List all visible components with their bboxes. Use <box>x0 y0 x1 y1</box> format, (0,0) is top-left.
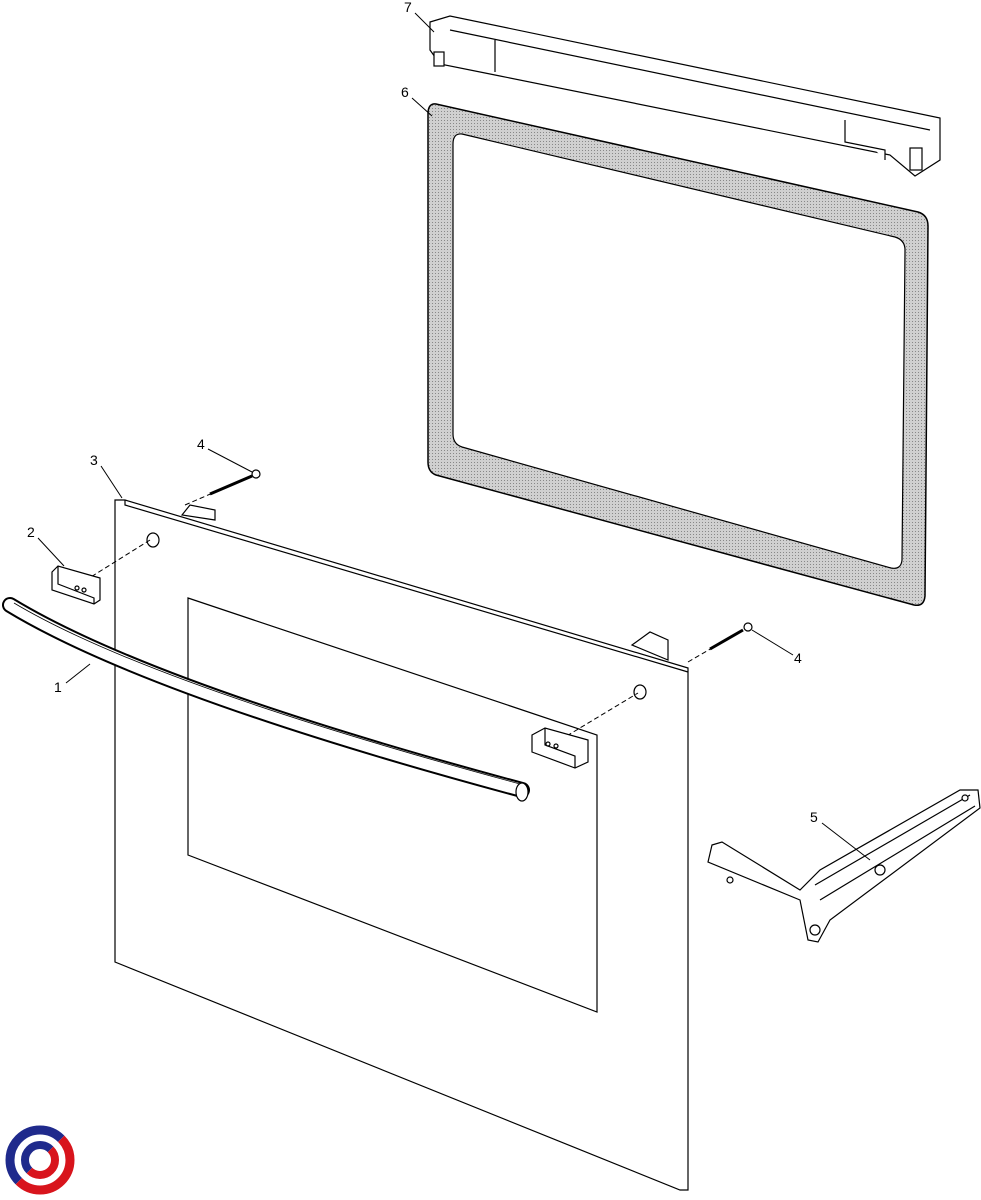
inner-glass-part <box>427 103 929 607</box>
outer-door-panel-part <box>114 499 689 1191</box>
brand-logo <box>5 1125 75 1195</box>
screw-right-part <box>687 622 753 663</box>
callout-4-left: 4 <box>197 436 205 452</box>
handle-part <box>2 597 530 802</box>
callout-7: 7 <box>404 0 412 15</box>
callout-6: 6 <box>401 84 409 100</box>
callout-1: 1 <box>54 679 62 695</box>
hinge-part <box>707 789 981 943</box>
callout-2: 2 <box>27 524 35 540</box>
top-trim-part <box>429 15 941 177</box>
callout-5: 5 <box>810 809 818 825</box>
leader-lines <box>37 12 871 861</box>
callout-3: 3 <box>90 452 98 468</box>
callout-4-right: 4 <box>794 650 802 666</box>
screw-left-part <box>184 469 261 506</box>
handle-bracket-right-part <box>531 692 639 769</box>
handle-bracket-left-part <box>51 539 151 605</box>
